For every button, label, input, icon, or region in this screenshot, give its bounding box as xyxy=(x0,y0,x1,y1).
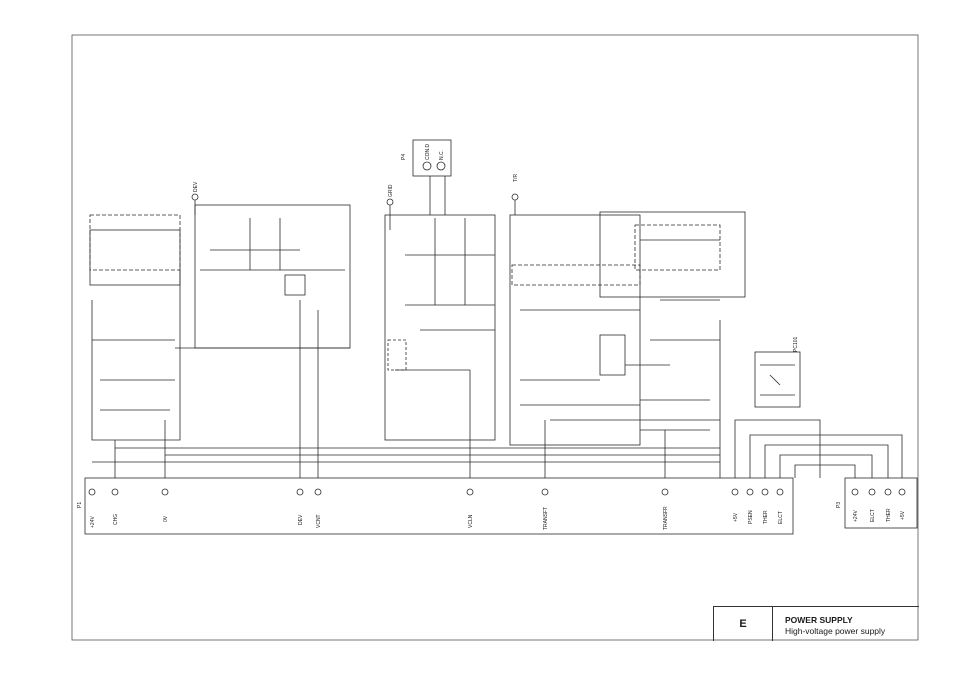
p1-pin-label: VCNT xyxy=(316,514,322,528)
p1-pin-label: 0V xyxy=(163,515,169,522)
p3-pin-label: +5V xyxy=(900,510,906,520)
p1-pin-label: ELCT xyxy=(778,511,784,524)
p1-pin-label: +5V xyxy=(733,512,739,522)
p4-pin-2 xyxy=(436,161,446,171)
p1-pin-label: THER xyxy=(763,510,769,524)
title-block: E POWER SUPPLY High-voltage power supply xyxy=(713,606,919,641)
section-subtitle: High-voltage power supply xyxy=(785,626,886,636)
p1-pin-label: TRANSFT xyxy=(543,507,549,530)
p3-connector-box xyxy=(844,477,918,529)
p3-pin-label: +24V xyxy=(853,510,859,522)
p1-label: P1 xyxy=(77,502,83,508)
p1-connector-box xyxy=(84,477,794,535)
p3-pin-label: ELCT xyxy=(870,509,876,522)
dev-terminal xyxy=(191,193,199,201)
pc101-label: PC101 xyxy=(793,336,799,352)
p4-pin-label: N.C. xyxy=(439,150,445,160)
chg-block xyxy=(89,229,181,286)
p1-pin-label: PSEN xyxy=(748,510,754,524)
p4-pin-label: CON.D xyxy=(425,144,431,161)
p1-pin-label: +24V xyxy=(90,516,96,528)
tr-label: T/R xyxy=(513,174,519,182)
p4-pin-1 xyxy=(422,161,432,171)
p1-pin-label: TRANSFR xyxy=(663,506,669,530)
tr-block xyxy=(599,211,746,298)
chg-transformer-shield xyxy=(89,214,181,271)
grid-block xyxy=(384,214,496,441)
p4-label: P4 xyxy=(401,154,407,160)
pc101-box xyxy=(754,351,801,408)
grid-terminal xyxy=(386,198,394,206)
grid-label: GRID xyxy=(388,184,394,197)
p3-pin-label: THER xyxy=(886,508,892,522)
dev-block xyxy=(194,204,351,349)
p1-pin-label: VCLN xyxy=(468,514,474,528)
section-letter: E xyxy=(714,607,773,641)
dev-label: DEV xyxy=(193,181,199,192)
transfer-block xyxy=(509,214,641,446)
tr-terminal xyxy=(511,193,519,201)
section-title: POWER SUPPLY xyxy=(785,615,853,625)
p1-pin-label: DEV xyxy=(298,514,304,525)
p3-label: P3 xyxy=(836,502,842,508)
p4-connector-box xyxy=(412,139,452,177)
drawing-frame xyxy=(71,34,919,641)
p1-pin-label: CHG xyxy=(113,514,119,525)
